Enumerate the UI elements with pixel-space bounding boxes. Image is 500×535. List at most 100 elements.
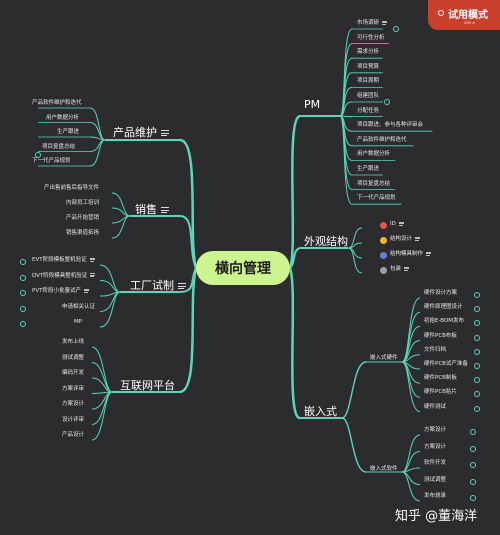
branch-factory[interactable]: 工厂试制 — [130, 277, 186, 293]
appearance-item[interactable]: 结构模具制作 — [390, 251, 432, 258]
pm-item[interactable]: 项目复盘总结 — [357, 181, 390, 188]
collapse-toggle-icon[interactable] — [470, 445, 476, 452]
branch-pm[interactable]: PM — [304, 98, 320, 111]
collapse-toggle-icon[interactable] — [474, 320, 480, 327]
sales-item[interactable]: 产品开始营销 — [66, 215, 99, 222]
collapse-toggle-icon[interactable] — [470, 462, 476, 468]
internet-item[interactable]: 编码开发 — [62, 370, 84, 377]
connector — [288, 114, 301, 269]
pm-item[interactable]: 需求分析 — [357, 49, 379, 56]
hardware-item[interactable]: 硬件PCB试产准备 — [424, 361, 468, 368]
pm-item[interactable]: 项目预算 — [357, 64, 379, 71]
trial-mode-banner[interactable]: 试用模式 XMind — [428, 0, 500, 30]
pm-item-label: 分配任务 — [357, 107, 380, 114]
collapse-toggle-icon[interactable] — [474, 292, 480, 298]
maintenance-item[interactable]: 项目复盘总结 — [42, 144, 75, 151]
hardware-item-label: 硬件PCB制板 — [424, 375, 457, 382]
hardware-item[interactable]: 硬件PCB贴片 — [424, 389, 457, 396]
collapse-toggle-icon[interactable] — [20, 305, 26, 312]
internet-item[interactable]: 方案评审 — [62, 386, 84, 393]
sub-branch-software[interactable]: 嵌入式软件 — [370, 466, 398, 473]
maintenance-item[interactable]: 生产跟进 — [57, 129, 79, 136]
collapse-toggle-icon[interactable] — [470, 495, 476, 501]
sales-item[interactable]: 销售渠道拓扬 — [66, 230, 99, 237]
branch-sales[interactable]: 销售 — [135, 201, 169, 217]
hardware-item[interactable]: 硬件PCB制板 — [424, 375, 457, 382]
pm-item-label: 用户数据分析 — [357, 151, 391, 158]
pm-item-label: 生产跟进 — [357, 166, 380, 172]
collapse-toggle-icon[interactable] — [470, 478, 476, 485]
collapse-toggle-icon[interactable] — [384, 99, 390, 105]
internet-item[interactable]: 产品设计 — [62, 432, 84, 439]
branch-embedded[interactable]: 嵌入式 — [304, 403, 337, 419]
maintenance-item[interactable]: 用户数据分析 — [46, 115, 79, 122]
collapse-toggle-icon[interactable] — [20, 259, 26, 265]
pm-item[interactable]: 市场调研 — [357, 20, 388, 27]
collapse-toggle-icon[interactable] — [470, 429, 476, 435]
connector — [111, 192, 131, 217]
collapse-toggle-icon[interactable] — [474, 348, 480, 355]
sub-branch-hardware[interactable]: 嵌入式硬件 — [370, 355, 398, 362]
pm-item[interactable]: 生产跟进 — [357, 166, 379, 173]
collapse-toggle-icon[interactable] — [474, 306, 480, 313]
pm-item[interactable]: 项目周期 — [357, 78, 379, 85]
software-item[interactable]: 方案设计 — [424, 427, 446, 434]
pm-item[interactable]: 产品软件维护和迭代 — [357, 137, 407, 144]
hardware-item[interactable]: 硬件设计方案 — [424, 290, 457, 297]
sales-item[interactable]: 产出售前售后指导文件 — [44, 185, 99, 192]
hardware-item[interactable]: 文件归档 — [424, 347, 446, 354]
factory-item[interactable]: PVT阶段小批量试产 — [32, 288, 89, 295]
collapse-toggle-icon[interactable] — [20, 274, 26, 281]
software-item-label: 发布烧录 — [424, 493, 447, 499]
collapse-toggle-icon[interactable] — [35, 152, 41, 158]
pm-item[interactable]: 下一代产品规划 — [357, 195, 396, 202]
pm-item[interactable]: 用户数据分析 — [357, 151, 390, 158]
pm-item[interactable]: 组建团队 — [357, 93, 379, 100]
internet-item[interactable]: 测试调整 — [62, 355, 84, 362]
collapse-toggle-icon[interactable] — [474, 391, 480, 398]
software-item[interactable]: 测试调整 — [424, 477, 446, 484]
pm-item-label: 需求分析 — [357, 49, 380, 56]
appearance-item[interactable]: 包装 — [390, 266, 410, 273]
collapse-toggle-icon[interactable] — [474, 377, 480, 384]
software-item[interactable]: 方案设计 — [424, 444, 446, 451]
factory-item[interactable]: MP — [74, 319, 82, 326]
appearance-item[interactable]: 结构设计 — [390, 236, 421, 243]
appearance-item[interactable]: ID — [390, 221, 404, 228]
internet-item-label: 产品设计 — [62, 432, 85, 438]
factory-item[interactable]: 申请相关认证 — [62, 304, 95, 311]
connector — [89, 107, 106, 141]
internet-item[interactable]: 设计评审 — [62, 417, 84, 424]
hardware-item[interactable]: 硬件PCB布板 — [424, 333, 457, 340]
collapse-toggle-icon[interactable] — [393, 26, 399, 32]
maintenance-item[interactable]: 下一代产品规划 — [32, 158, 71, 165]
collapse-toggle-icon[interactable] — [474, 363, 480, 369]
connector — [288, 267, 301, 420]
pm-item[interactable]: 可行性分析 — [357, 35, 385, 42]
branch-internet[interactable]: 互联网平台 — [120, 377, 175, 393]
maintenance-item[interactable]: 产品软件维护和迭代 — [32, 100, 82, 107]
branch-sales-label: 销售 — [135, 203, 157, 216]
software-item[interactable]: 发布烧录 — [424, 493, 446, 500]
hardware-item[interactable]: 硬件原理图设计 — [424, 304, 463, 311]
pm-item[interactable]: 项目跟进、参与各种评审会 — [357, 122, 423, 129]
internet-item[interactable]: 方案设计 — [62, 401, 84, 408]
hardware-item[interactable]: 初始E-BOM发布 — [424, 318, 464, 325]
internet-item[interactable]: 发布上线 — [62, 339, 84, 346]
notes-icon — [83, 288, 89, 293]
branch-appearance[interactable]: 外观结构 — [304, 233, 348, 249]
collapse-toggle-icon[interactable] — [20, 321, 26, 327]
hardware-item[interactable]: 硬件测试 — [424, 404, 446, 411]
collapse-toggle-icon[interactable] — [20, 290, 26, 296]
central-topic[interactable]: 横向管理 — [196, 251, 290, 285]
factory-item[interactable]: EVT阶段模板整机验证 — [32, 257, 95, 264]
collapse-toggle-icon[interactable] — [474, 334, 480, 341]
collapse-toggle-icon[interactable] — [474, 405, 480, 412]
branch-maintenance[interactable]: 产品维护 — [113, 124, 169, 140]
notes-icon — [398, 221, 404, 226]
sales-item[interactable]: 内部员工培训 — [66, 200, 99, 207]
notes-icon — [426, 251, 432, 256]
factory-item[interactable]: DVT阶段模具整机验证 — [32, 273, 96, 280]
pm-item[interactable]: 分配任务 — [357, 108, 379, 115]
software-item[interactable]: 软件开发 — [424, 460, 446, 467]
